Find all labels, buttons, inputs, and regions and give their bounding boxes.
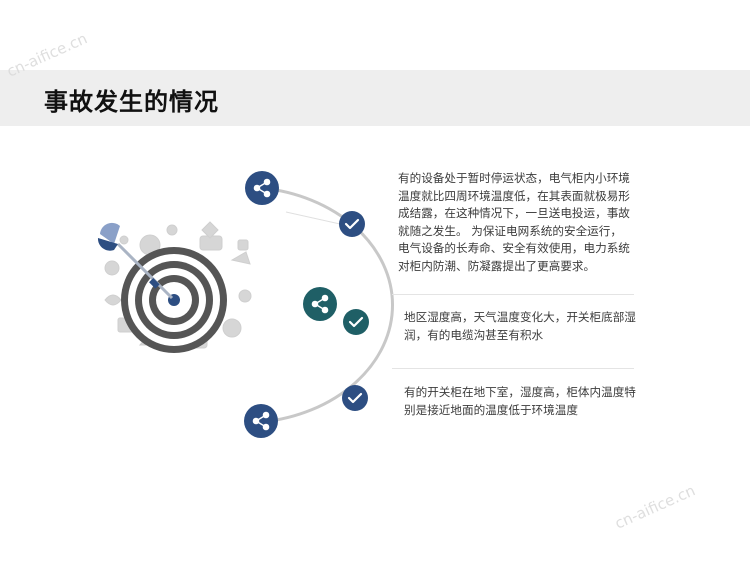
item-text-3: 有的开关柜在地下室，湿度高，柜体内温度特别是接近地面的温度低于环境温度 <box>404 385 636 417</box>
check-icon <box>348 316 364 328</box>
check-badge-1 <box>339 211 365 237</box>
dart-icon <box>97 222 174 300</box>
divider <box>392 368 634 369</box>
share-node-top <box>245 171 279 205</box>
item-text-2: 地区湿度高，天气温度变化大，开关柜底部湿润，有的电缆沟甚至有积水 <box>404 310 636 342</box>
share-icon <box>252 411 270 431</box>
check-badge-2 <box>343 309 369 335</box>
title-bar: 事故发生的情况 <box>0 70 750 126</box>
item-text-1: 有的设备处于暂时停运状态，电气柜内小环境温度就比四周环境温度低，在其表面就极易形… <box>398 171 630 273</box>
share-icon <box>253 178 271 198</box>
divider <box>392 294 634 295</box>
check-icon <box>347 392 363 404</box>
page-title: 事故发生的情况 <box>44 88 219 116</box>
doodle-background-icon <box>104 221 252 349</box>
check-badge-3 <box>342 385 368 411</box>
check-icon <box>344 218 360 230</box>
connector-arc <box>261 186 394 424</box>
share-node-middle <box>303 287 337 321</box>
share-node-bottom <box>244 404 278 438</box>
share-icon <box>311 294 329 314</box>
connector-line <box>285 211 341 225</box>
